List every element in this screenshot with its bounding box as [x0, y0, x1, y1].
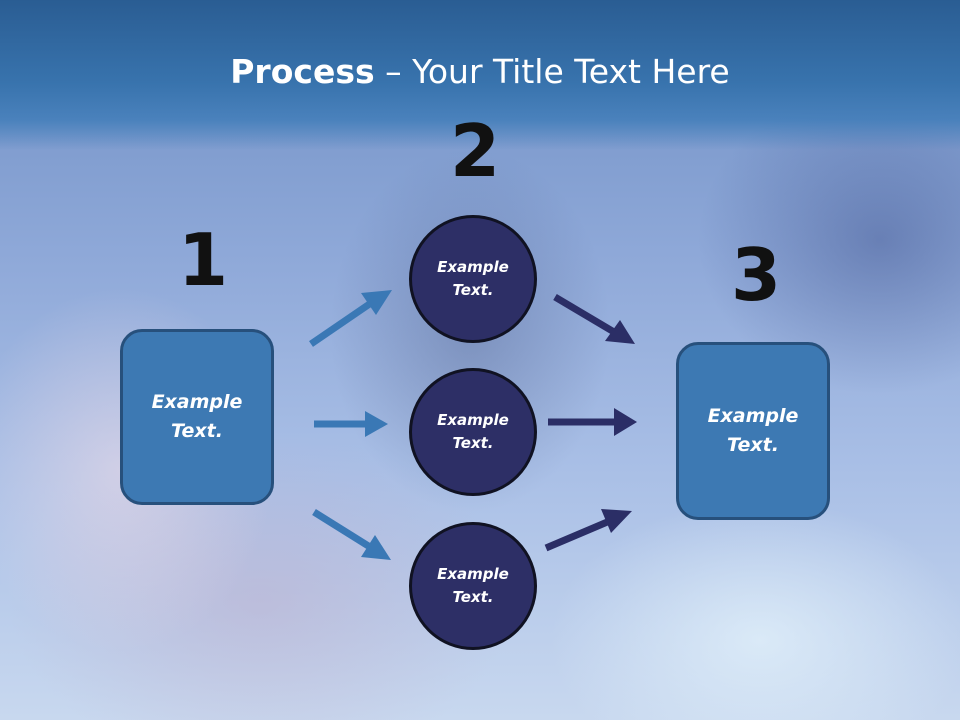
circle-bottom-label: Example Text.	[437, 565, 509, 606]
arrow-middle-to-right	[548, 408, 637, 436]
header-band	[0, 0, 960, 150]
arrow-left-to-top	[309, 290, 392, 347]
circle-middle-label: Example Text.	[437, 411, 509, 452]
arrow-left-to-middle	[314, 411, 388, 437]
step-number-2: 2	[450, 109, 501, 193]
right-box-label: Example Text.	[707, 405, 799, 456]
left-box-label: Example Text.	[151, 391, 243, 442]
step-number-3: 3	[731, 233, 782, 317]
arrow-left-to-bottom	[312, 509, 391, 560]
arrow-top-to-right	[553, 293, 635, 344]
title-bold: Process	[230, 52, 375, 91]
left-box: Example Text.	[120, 329, 274, 505]
title-rest: – Your Title Text Here	[374, 52, 730, 91]
right-box: Example Text.	[676, 342, 830, 520]
circle-middle: Example Text.	[409, 368, 537, 496]
step-number-1: 1	[178, 218, 229, 302]
circle-top-label: Example Text.	[437, 258, 509, 299]
circle-bottom: Example Text.	[409, 522, 537, 650]
circle-top: Example Text.	[409, 215, 537, 343]
slide-title: Process – Your Title Text Here	[0, 52, 960, 91]
arrow-bottom-to-right	[544, 509, 632, 552]
